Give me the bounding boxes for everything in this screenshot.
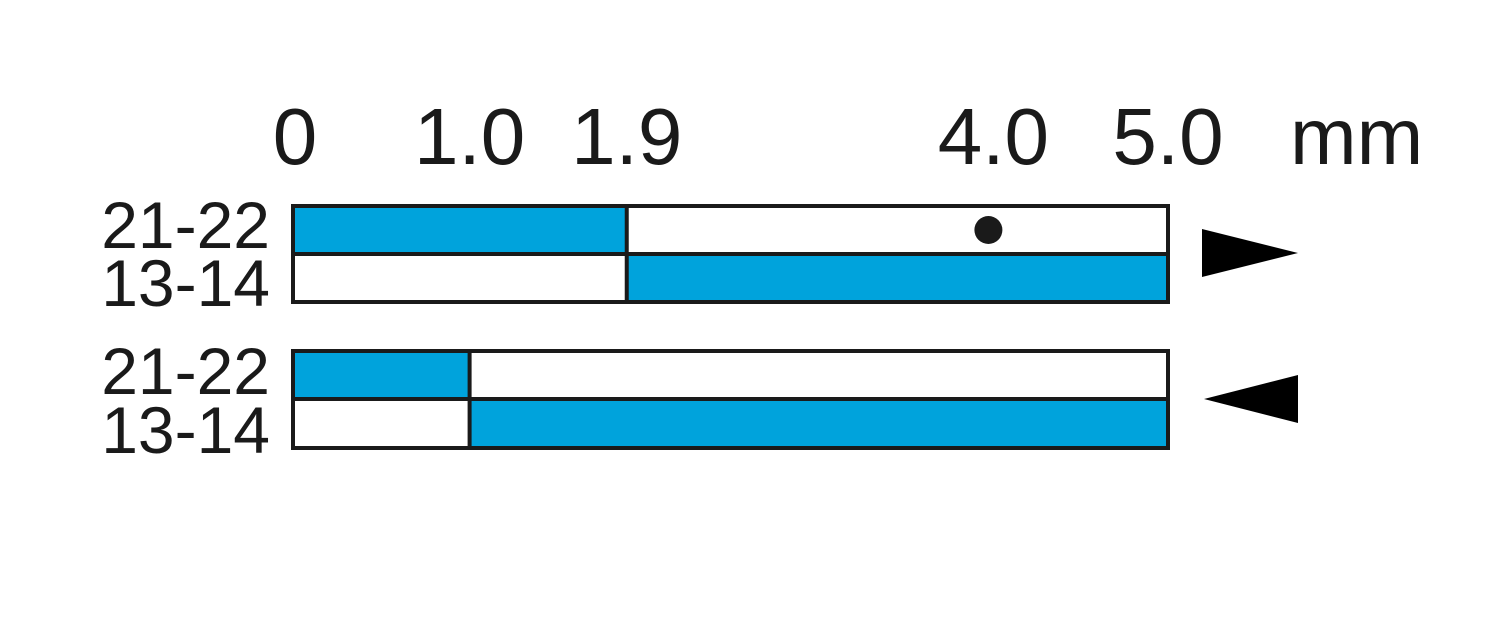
diagram-reverse: 21-22 13-14	[101, 334, 1298, 467]
row-label-21-22: 21-22	[101, 188, 270, 262]
scale-labels: 0 1.0 1.9 4.0 5.0 mm	[273, 92, 1424, 181]
scale-label-0: 0	[273, 92, 318, 181]
diagram-outline	[291, 349, 1170, 450]
scale-label-5-0: 5.0	[1112, 92, 1223, 181]
row-label-13-14: 13-14	[101, 393, 270, 467]
triangle-right-icon	[1202, 229, 1298, 277]
diagram-forward: 21-22 13-14	[101, 188, 1298, 320]
triangle-left-icon	[1204, 375, 1298, 423]
scale-label-1-9: 1.9	[571, 92, 682, 181]
row-label-13-14: 13-14	[101, 246, 270, 320]
scale-label-1-0: 1.0	[414, 92, 525, 181]
contact-row-21-22-closed-segment	[295, 206, 627, 254]
contact-row-21-22-closed-segment	[295, 351, 470, 399]
diagram-outline	[291, 204, 1170, 304]
scale-label-4-0: 4.0	[938, 92, 1049, 181]
contact-row-13-14-closed-segment	[469, 399, 1169, 448]
dot-icon	[974, 216, 1003, 244]
contact-row-13-14-closed-segment	[626, 254, 1168, 302]
unit-label: mm	[1290, 92, 1423, 181]
row-label-21-22: 21-22	[101, 334, 270, 408]
